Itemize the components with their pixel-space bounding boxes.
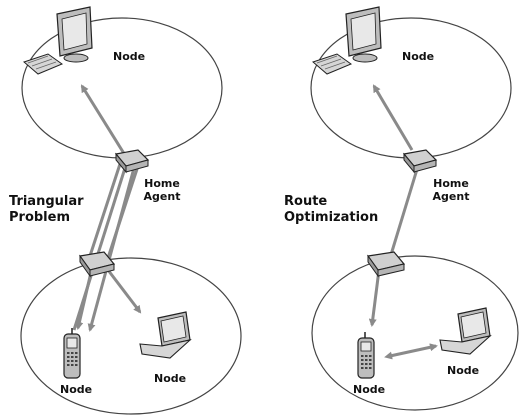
title-line2: Problem (9, 210, 70, 225)
triangular-problem-title: Triangular Problem (9, 194, 84, 226)
laptop-node-label: Node (447, 364, 480, 377)
foreign-network-ellipse (311, 255, 519, 411)
mobile-phone-icon (357, 332, 375, 379)
home-agent-label-line1: Home (144, 177, 180, 190)
desktop-node-label: Node (113, 50, 146, 63)
arrow-home-agent-to-desktop (372, 84, 414, 151)
home-agent-label: Home Agent (433, 177, 470, 203)
home-network-ellipse (21, 17, 223, 159)
home-agent-router-icon (402, 149, 438, 174)
arrow-phone-laptop-direct (384, 343, 438, 360)
arrow-to-phone-2 (87, 167, 136, 332)
mobile-phone-icon (63, 328, 81, 379)
foreign-network-ellipse (20, 257, 242, 415)
desktop-computer-icon (312, 6, 382, 75)
desktop-computer-icon (23, 6, 93, 75)
desktop-node-label: Node (402, 50, 435, 63)
laptop-node-label: Node (154, 372, 187, 385)
home-network-ellipse (310, 17, 512, 159)
home-agent-label-line1: Home (433, 177, 469, 190)
home-agent-router-icon (114, 149, 150, 174)
laptop-icon (439, 307, 492, 355)
home-agent-label: Home Agent (144, 177, 181, 203)
phone-node-label: Node (353, 383, 386, 396)
foreign-agent-router-icon (78, 251, 116, 278)
foreign-agent-router-icon (366, 251, 406, 278)
route-optimization-arrows (368, 84, 438, 360)
phone-to-home-agent (72, 167, 127, 331)
home-agent-label-line2: Agent (432, 190, 470, 203)
arrow-home-agent-to-desktop (80, 84, 130, 161)
tunnel-line-1 (86, 163, 122, 263)
right-panel (310, 6, 519, 411)
route-optimization-title: Route Optimization (284, 194, 378, 226)
title-line2: Optimization (284, 210, 379, 225)
line-home-agent-to-foreign-agent (388, 165, 420, 259)
home-agent-label-line2: Agent (143, 190, 181, 203)
triangular-routing-arrows (72, 84, 142, 332)
left-panel (20, 6, 242, 415)
arrow-to-laptop (106, 269, 142, 314)
title-line1: Triangular (9, 194, 84, 209)
laptop-icon (139, 311, 192, 359)
title-line1: Route (284, 194, 328, 209)
phone-node-label: Node (60, 383, 93, 396)
